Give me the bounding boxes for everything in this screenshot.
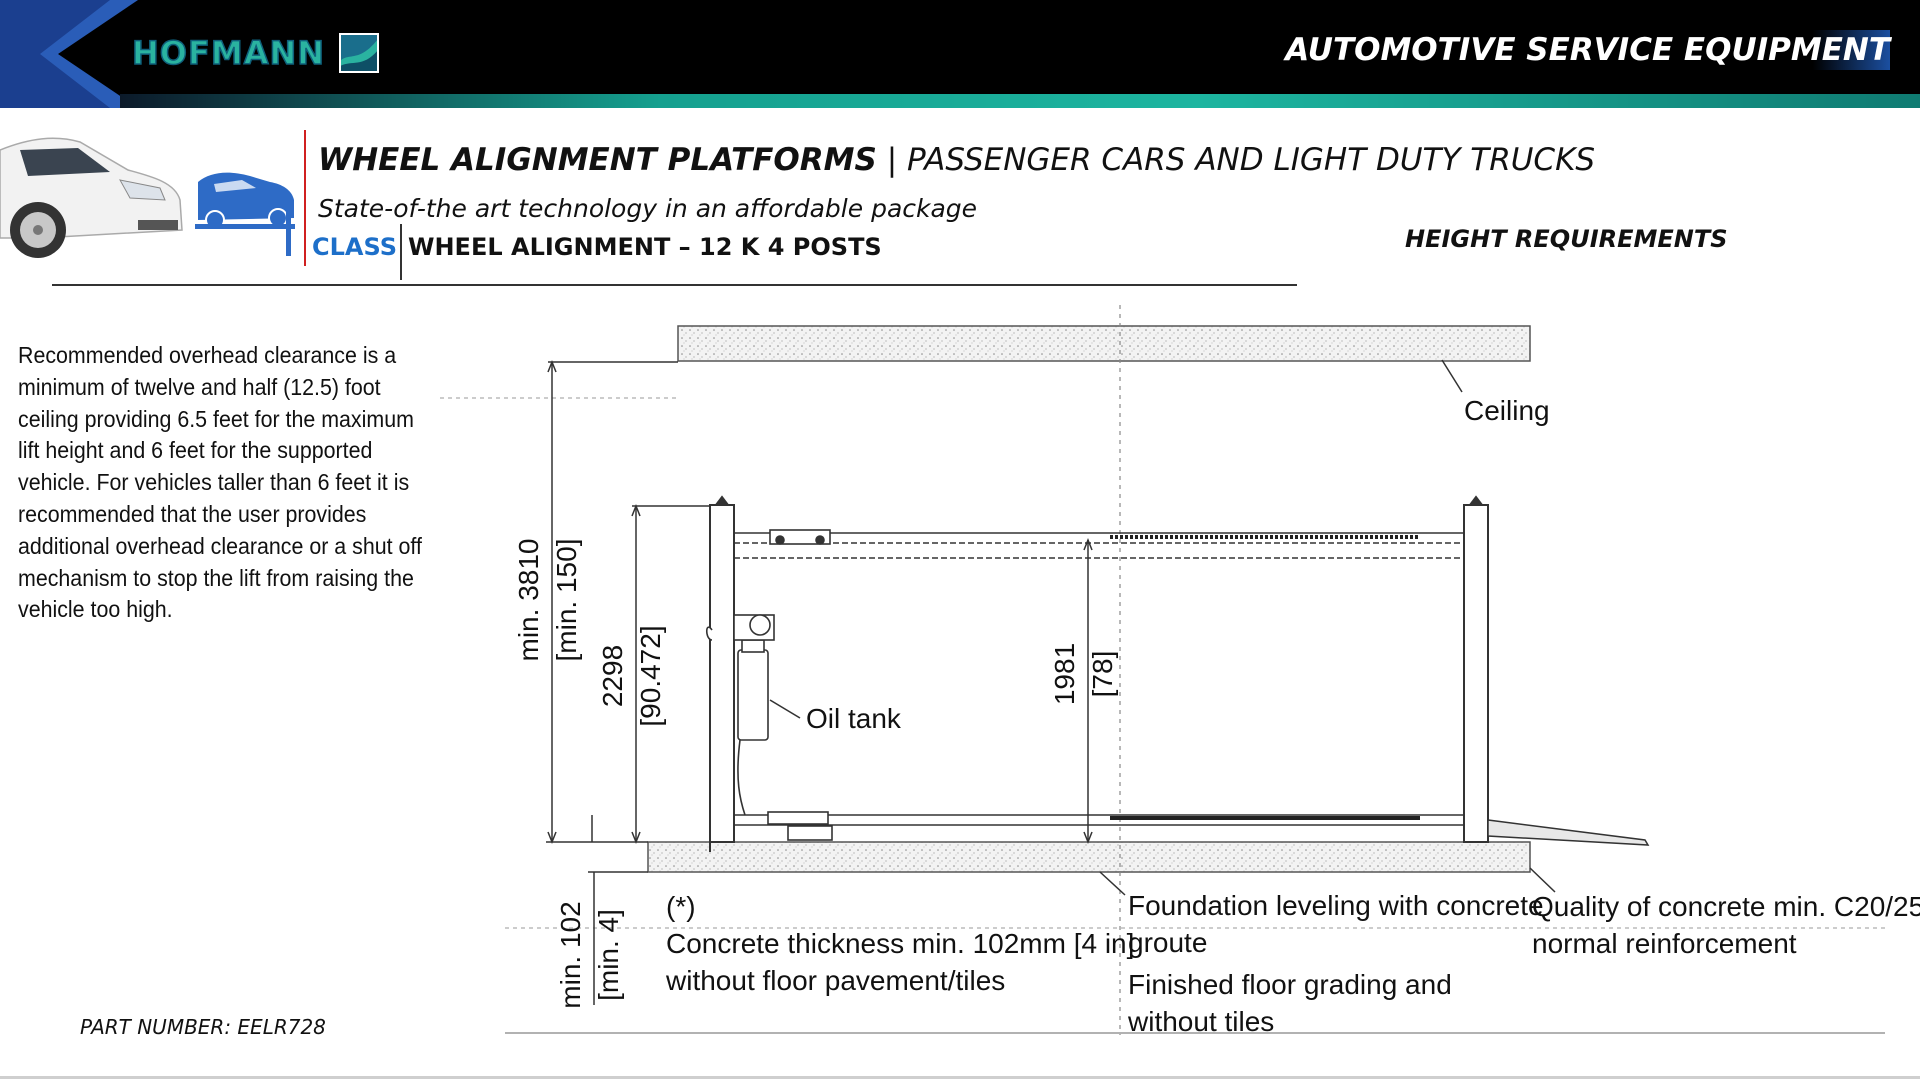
brand-mark-icon — [339, 33, 380, 73]
finished-line-2: without tiles — [1127, 1006, 1274, 1037]
dim-post-mm: 2298 — [597, 645, 628, 707]
dimension-post-height — [591, 503, 712, 845]
note-line-2: without floor pavement/tiles — [665, 965, 1005, 996]
dim-post-in: [90.472] — [635, 625, 666, 726]
class-value: WHEEL ALIGNMENT – 12 K 4 POSTS — [408, 233, 882, 261]
note-mark: (*) — [666, 891, 696, 922]
dim-concrete-mm: min. 102 — [555, 901, 586, 1008]
dim-lift-mm: 1981 — [1049, 643, 1080, 705]
page-subtitle: State-of-the art technology in an afford… — [318, 194, 978, 223]
approach-ramp — [1487, 819, 1650, 846]
ceiling-slab — [677, 325, 1531, 362]
part-number: PART NUMBER: EELR728 — [80, 1015, 326, 1039]
foundation-line-2: groute — [1128, 927, 1207, 958]
class-divider — [400, 224, 402, 280]
dim-total-in: [min. 150] — [551, 539, 582, 662]
quality-line-2: normal reinforcement — [1532, 928, 1797, 959]
raised-runway — [734, 529, 1464, 559]
foundation-leader — [1099, 871, 1126, 896]
dim-concrete-in: [min. 4] — [593, 909, 624, 1001]
dim-total-mm: min. 3810 — [513, 539, 544, 662]
clearance-description: Recommended overhead clearance is a mini… — [18, 342, 422, 623]
class-label: CLASS — [312, 233, 397, 261]
note-line-1: Concrete thickness min. 102mm [4 in] — [666, 928, 1134, 959]
header-underline — [52, 284, 1297, 286]
page-title-separator: | — [886, 142, 898, 178]
left-post — [709, 495, 735, 852]
header-bar: HOFMANN AUTOMOTIVE SERVICE EQUIPMENT — [0, 0, 1920, 108]
blue-lift-car-icon — [195, 172, 295, 256]
vehicle-illustration — [0, 137, 295, 258]
oil-tank — [705, 614, 801, 816]
page-bottom-rule — [0, 1076, 1920, 1079]
section-title: HEIGHT REQUIREMENTS — [1405, 225, 1728, 253]
finished-line-1: Finished floor grading and — [1128, 969, 1452, 1000]
page-title-rest: PASSENGER CARS AND LIGHT DUTY TRUCKS — [907, 142, 1596, 178]
dim-lift-in: [78] — [1087, 651, 1118, 698]
floor-slab — [647, 841, 1531, 873]
dimension-concrete — [588, 871, 648, 1005]
oil-tank-label: Oil tank — [806, 703, 902, 734]
brand-logo: HOFMANN — [131, 30, 380, 76]
title-divider-red — [304, 130, 306, 266]
header-tagline-box: AUTOMOTIVE SERVICE EQUIPMENT — [1245, 30, 1890, 70]
quality-leader — [1529, 867, 1556, 893]
ceiling-leader — [1441, 359, 1463, 393]
page-title-bold: WHEEL ALIGNMENT PLATFORMS — [318, 142, 877, 178]
ceiling-label: Ceiling — [1464, 395, 1550, 426]
foundation-line-1: Foundation leveling with concrete — [1128, 890, 1544, 921]
dimension-lift-height — [1083, 537, 1093, 845]
header-teal-band — [120, 94, 1920, 108]
right-post — [1463, 495, 1489, 843]
lowered-runway — [734, 811, 1464, 841]
header-chevron-decoration — [0, 0, 138, 108]
brand-name: HOFMANN — [131, 33, 326, 73]
header-tagline: AUTOMOTIVE SERVICE EQUIPMENT — [1285, 32, 1890, 68]
page-title: WHEEL ALIGNMENT PLATFORMS | PASSENGER CA… — [318, 142, 1595, 178]
dimension-total-height — [546, 359, 678, 845]
quality-line-1: Quality of concrete min. C20/25 — [1532, 891, 1920, 922]
white-car-icon — [0, 137, 183, 258]
